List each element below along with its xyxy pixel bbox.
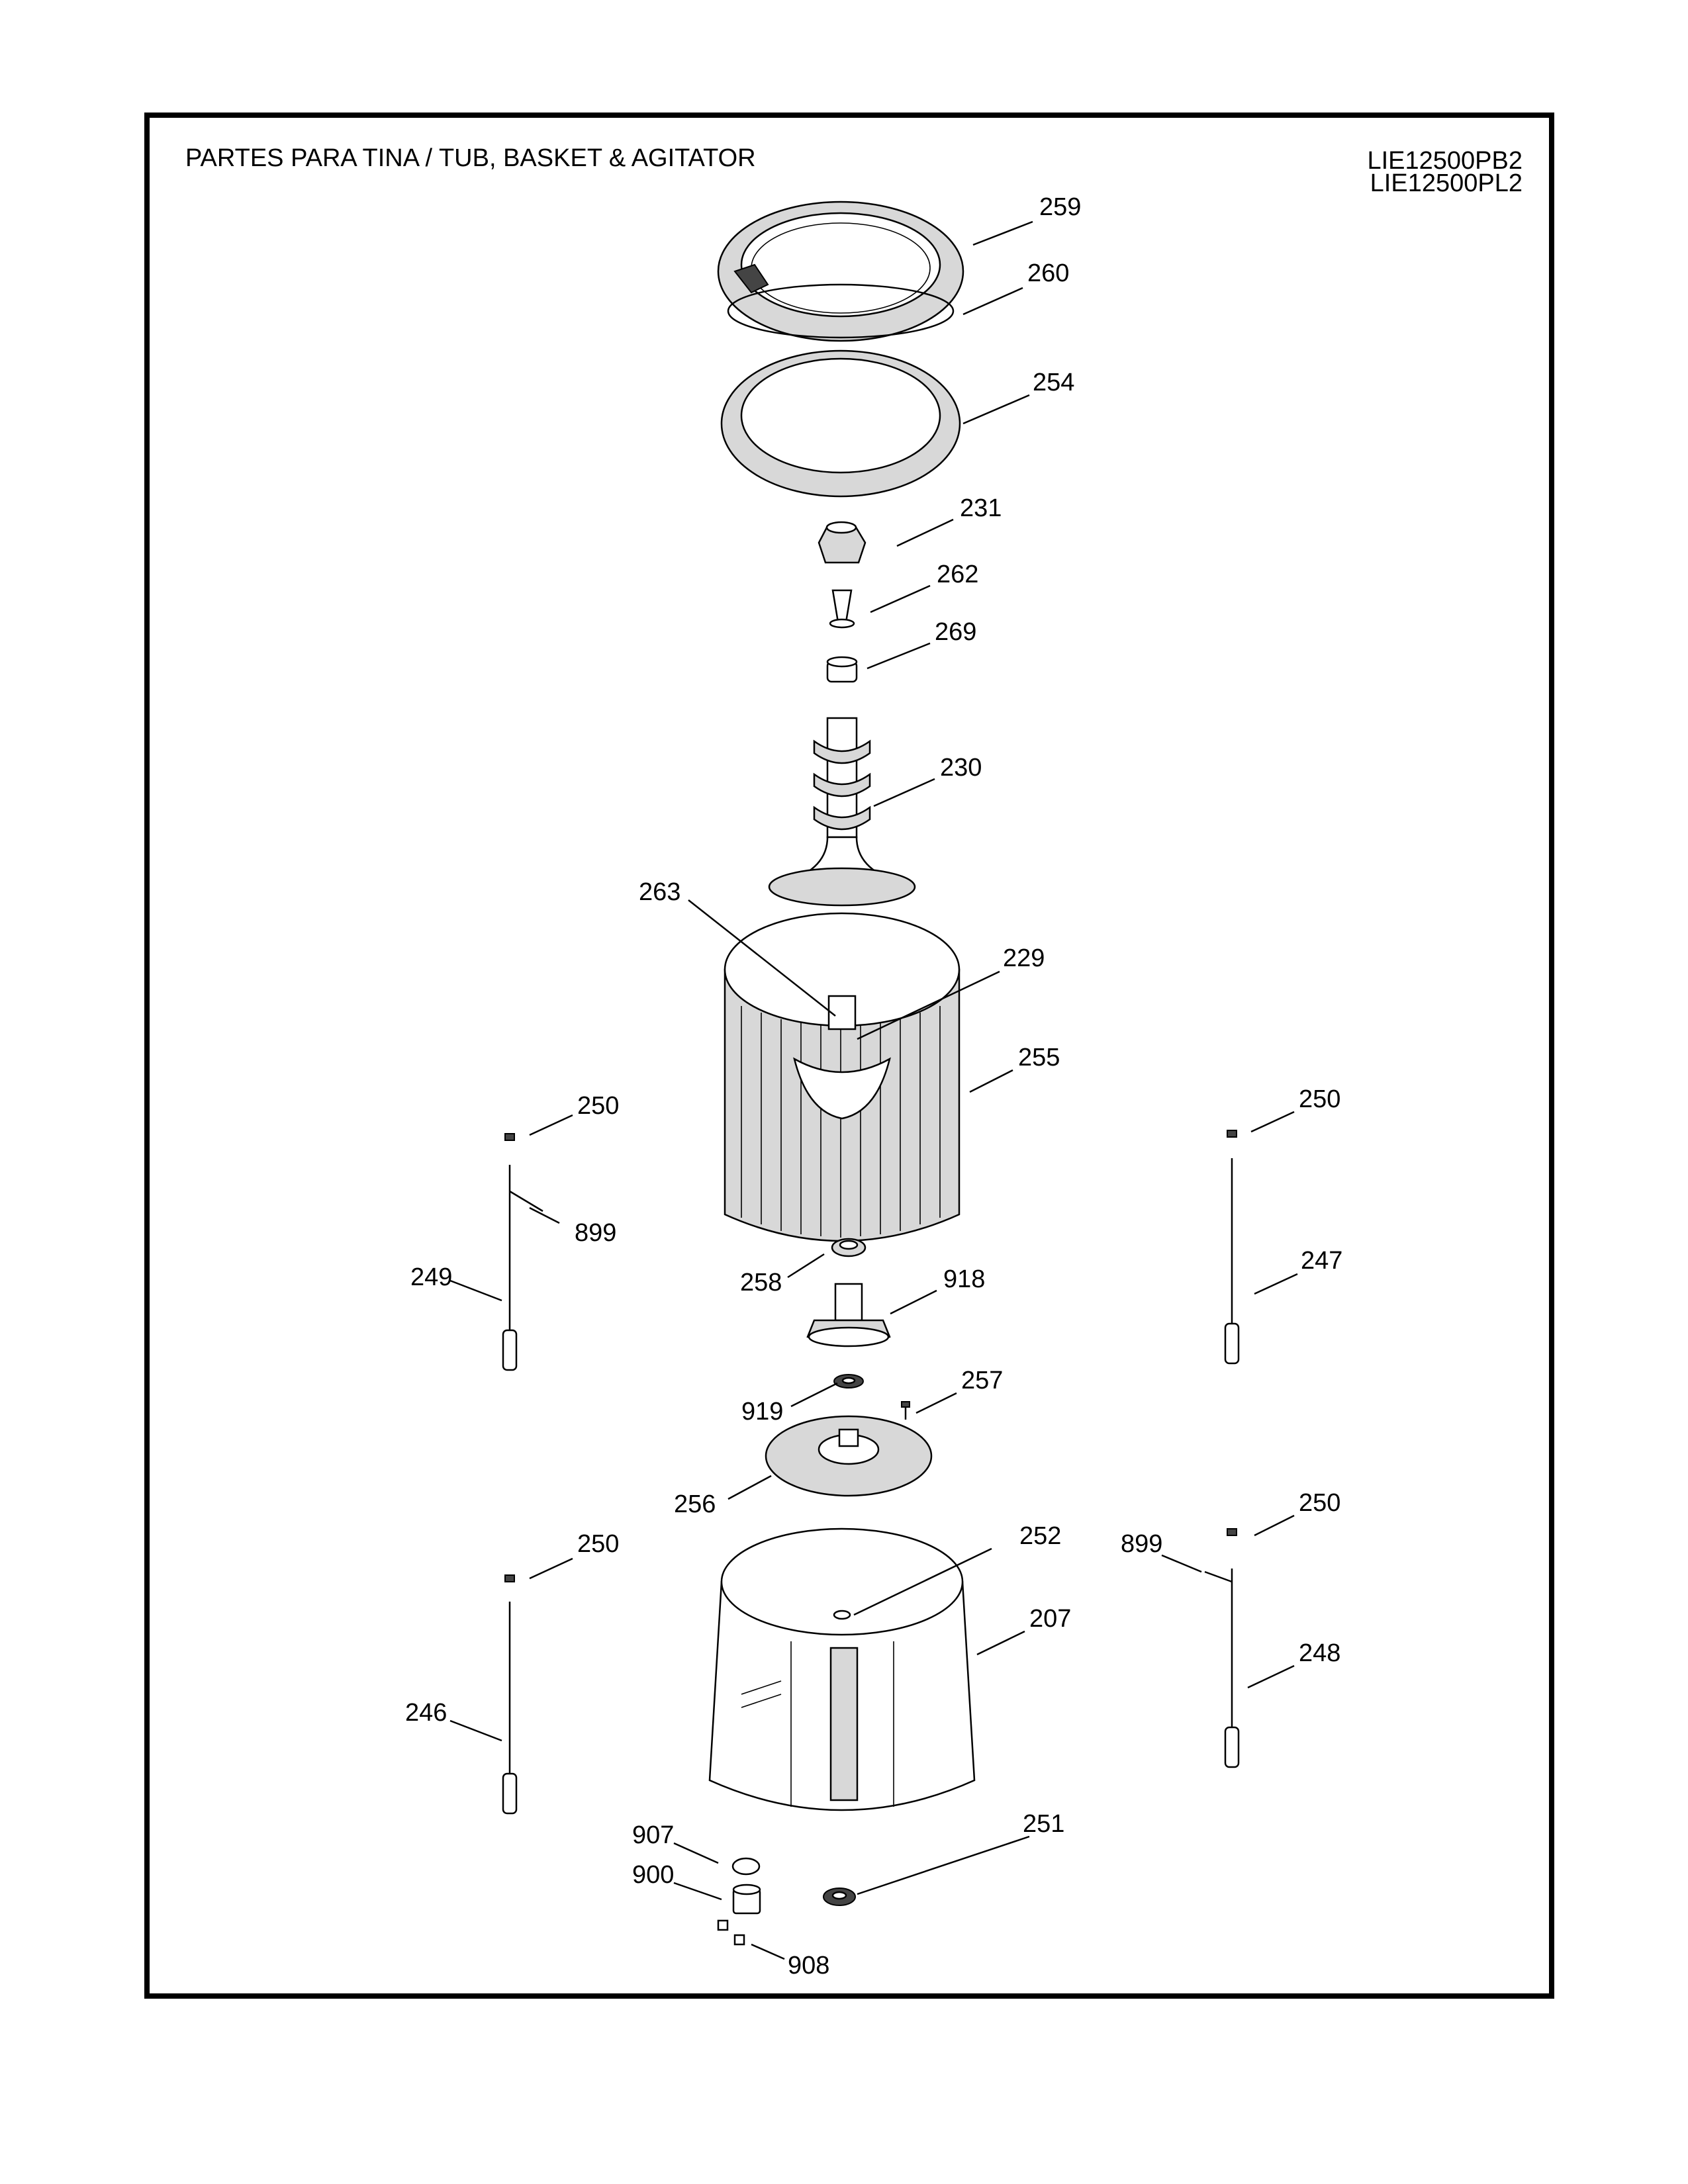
callout-908: 908 [788, 1952, 829, 1979]
part-suspension-rod-249 [502, 1133, 543, 1371]
part-seal [831, 1238, 867, 1257]
part-suspension-rod-247 [1224, 1130, 1240, 1365]
callout-248: 248 [1299, 1639, 1340, 1667]
part-mounting-plate [765, 1415, 933, 1497]
callout-230: 230 [940, 754, 982, 782]
diagram-title: PARTES PARA TINA / TUB, BASKET & AGITATO… [185, 144, 756, 172]
callout-256: 256 [674, 1490, 716, 1518]
callout-260: 260 [1027, 259, 1069, 287]
callout-258: 258 [740, 1269, 782, 1297]
part-screw [901, 1401, 910, 1420]
callout-231: 231 [960, 494, 1002, 522]
diagram-border [144, 113, 1554, 1999]
callout-246: 246 [405, 1699, 447, 1727]
callout-207: 207 [1029, 1605, 1071, 1633]
part-clips [717, 1919, 745, 1946]
part-outer-tub [708, 1527, 976, 1811]
model-number-1: LIE12500PB2 [1367, 147, 1523, 175]
callout-251: 251 [1023, 1810, 1064, 1838]
callout-255: 255 [1018, 1044, 1060, 1071]
callout-249: 249 [410, 1263, 452, 1291]
part-tub-cover [717, 201, 964, 342]
part-agitator [768, 717, 916, 907]
callout-229: 229 [1003, 944, 1045, 972]
callout-899-right: 899 [1121, 1530, 1162, 1558]
callout-247: 247 [1301, 1247, 1342, 1275]
callout-250-left-lower: 250 [577, 1530, 619, 1558]
part-nut [833, 1374, 864, 1388]
callout-259: 259 [1039, 193, 1081, 221]
callout-254: 254 [1033, 369, 1074, 396]
part-suspension-rod-246 [502, 1574, 518, 1815]
callout-250-right-lower: 250 [1299, 1489, 1340, 1517]
part-grommet [823, 1888, 856, 1906]
part-hub [806, 1283, 891, 1347]
part-cone [829, 589, 855, 629]
part-agitator-cap [818, 521, 867, 564]
callout-900: 900 [632, 1861, 674, 1889]
part-balance-ring [720, 349, 961, 498]
callout-899-left: 899 [575, 1219, 616, 1247]
callout-257: 257 [961, 1367, 1003, 1394]
callout-252: 252 [1019, 1522, 1061, 1550]
part-suspension-rod-248 [1204, 1528, 1240, 1768]
callout-919: 919 [741, 1398, 783, 1426]
part-ring [727, 283, 955, 339]
model-number-2: LIE12500PL2 [1370, 169, 1523, 197]
callout-labels: 259 260 254 231 262 269 230 263 229 255 … [405, 193, 1342, 1979]
part-drain-valve [732, 1884, 761, 1915]
part-o-ring [731, 1857, 761, 1876]
part-wash-basket [724, 912, 961, 1242]
leader-lines [449, 220, 1298, 1960]
callout-250-right-upper: 250 [1299, 1085, 1340, 1113]
callout-907: 907 [632, 1821, 674, 1849]
callout-263: 263 [639, 878, 680, 906]
callout-262: 262 [937, 561, 978, 588]
callout-269: 269 [935, 618, 976, 646]
part-bushing [826, 656, 858, 683]
callout-250-left-upper: 250 [577, 1092, 619, 1120]
callout-918: 918 [943, 1265, 985, 1293]
